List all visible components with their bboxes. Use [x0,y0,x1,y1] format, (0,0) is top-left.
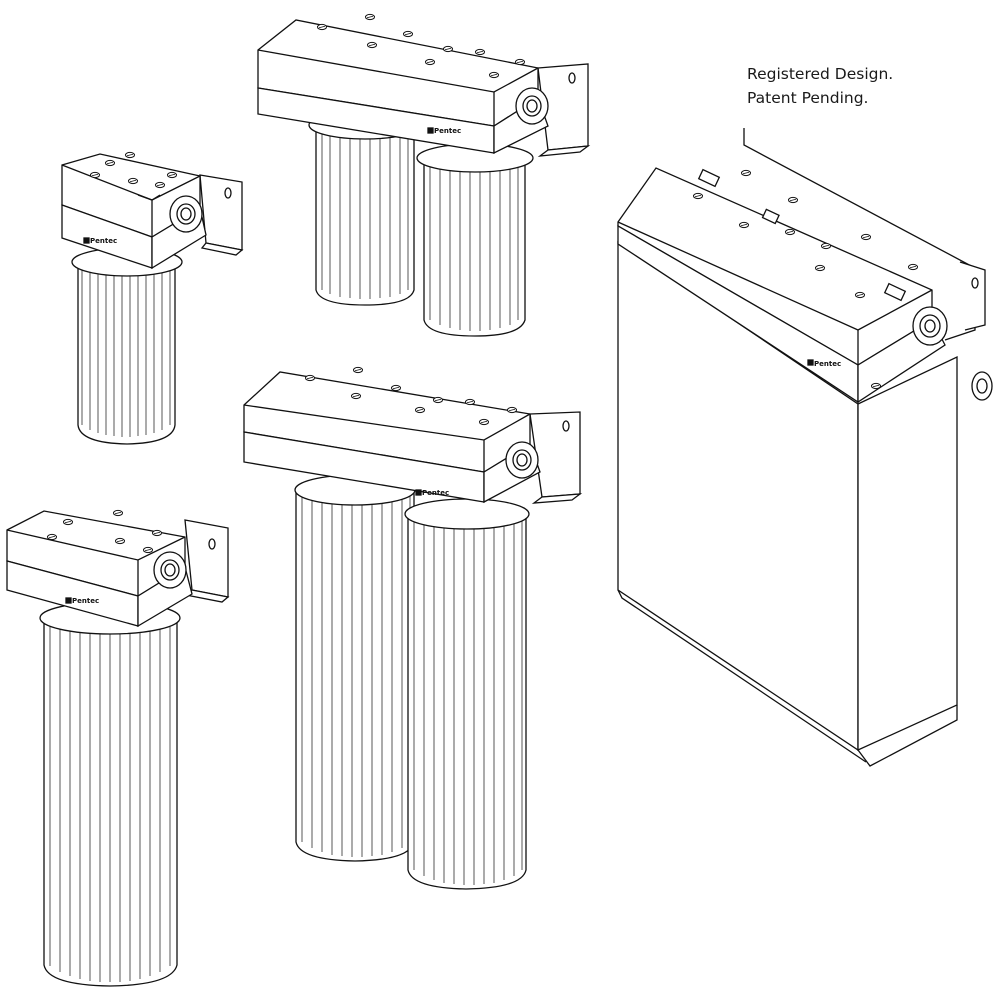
brand-logo-5: Pentec [814,360,841,368]
twin-short-filter: Pentec [257,13,591,337]
brand-logo-2: Pentec [434,127,461,135]
design-notice: Registered Design. Patent Pending. [747,62,893,110]
brand-logo-1: Pentec [90,237,117,245]
enclosed-filter-unit: Pentec [617,128,993,767]
single-short-filter: Pentec [61,151,244,445]
patent-pending-text: Patent Pending. [747,89,869,107]
brand-logo-4: Pentec [422,489,449,497]
single-tall-filter: Pentec [6,509,230,987]
registered-design-text: Registered Design. [747,65,894,83]
brand-logo-3: Pentec [72,597,99,605]
twin-tall-filter: Pentec [243,366,583,890]
